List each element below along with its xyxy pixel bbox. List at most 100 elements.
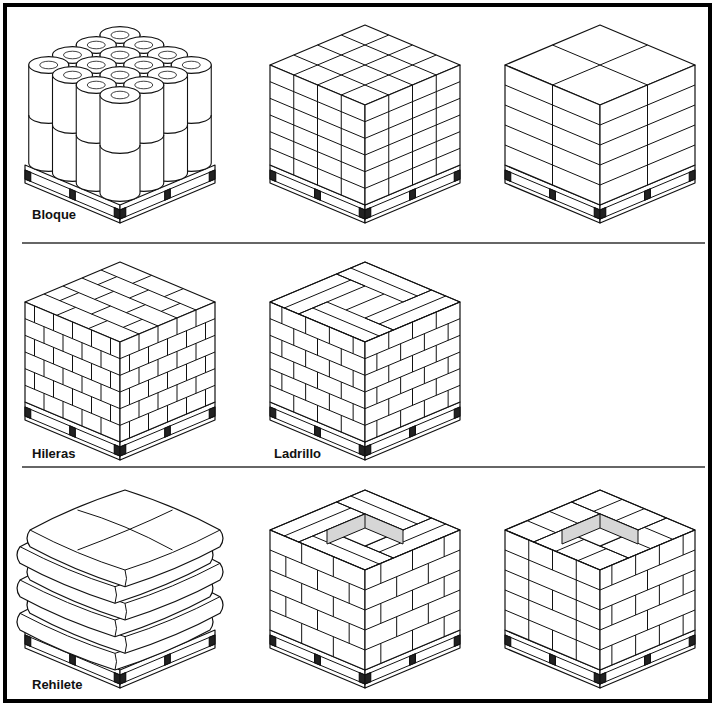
joint-line (528, 540, 529, 560)
joint-line (161, 303, 180, 311)
joint-line (635, 595, 636, 615)
joint-line (365, 385, 460, 425)
joint-line (329, 360, 330, 377)
joint-line (553, 45, 648, 85)
joint-line (396, 577, 397, 597)
joint-line (53, 314, 54, 331)
pallet-block (454, 635, 460, 646)
joint-line (285, 557, 286, 577)
pallet-block (550, 654, 556, 665)
pallet-block (505, 635, 511, 646)
drum-cap (40, 61, 58, 69)
joint-line (616, 509, 645, 521)
joint-line (576, 560, 577, 580)
joint-line (294, 55, 389, 95)
load-side (270, 530, 365, 670)
joint-line (341, 382, 342, 399)
joint-line (611, 605, 612, 625)
joint-line (196, 310, 197, 327)
pallet-block (270, 170, 276, 181)
joint-line (44, 393, 45, 410)
pallet-load (270, 490, 460, 688)
joint-line (353, 370, 354, 387)
joint-line (293, 362, 294, 379)
pallet-block (315, 654, 321, 665)
joint-line (120, 319, 215, 359)
pallet-block (120, 445, 126, 456)
joint-line (25, 385, 120, 425)
pallet-block (359, 445, 365, 456)
drum-cap (87, 41, 105, 49)
joint-line (110, 371, 111, 388)
load-side (365, 530, 460, 670)
joint-line (388, 399, 389, 416)
load-side (25, 302, 120, 442)
joint-line (158, 326, 159, 343)
pallet-block (365, 445, 371, 456)
joint-line (349, 623, 350, 643)
joint-line (317, 405, 318, 422)
joint-line (313, 308, 380, 336)
joint-line (177, 351, 178, 368)
load-side (600, 65, 695, 205)
joint-line (270, 319, 365, 359)
joint-line (318, 45, 413, 85)
load-side (365, 302, 460, 442)
joint-line (448, 357, 449, 374)
joint-line (436, 312, 437, 329)
pallet-block (70, 426, 76, 437)
pallet-block (70, 189, 76, 200)
pallet-block (315, 426, 321, 437)
joint-line (82, 278, 177, 318)
joint-line (394, 302, 461, 330)
pallet-block (600, 673, 606, 684)
joint-line (120, 352, 215, 392)
joint-line (270, 570, 365, 610)
joint-line (129, 388, 130, 405)
bag-fold (30, 530, 220, 587)
joint-line (365, 490, 432, 518)
pallet-block (689, 635, 695, 646)
joint-line (186, 331, 187, 348)
joint-line (396, 617, 397, 637)
pallet-block (270, 407, 276, 418)
joint-line (44, 294, 139, 334)
pallet-block (594, 673, 600, 684)
joint-line (270, 385, 365, 425)
pallet-block (209, 635, 215, 646)
joint-line (611, 645, 612, 665)
joint-line (635, 635, 636, 655)
joint-line (365, 319, 460, 359)
pallet-block (25, 170, 31, 181)
joint-line (72, 322, 73, 339)
joint-line (353, 337, 354, 354)
joint-line (329, 394, 330, 411)
pallet-block (25, 407, 31, 418)
joint-line (400, 377, 401, 394)
joint-line (205, 356, 206, 373)
joint-line (351, 268, 418, 296)
joint-line (333, 597, 334, 617)
joint-line (576, 620, 577, 640)
joint-line (552, 590, 553, 610)
joint-line (600, 558, 629, 570)
joint-line (341, 415, 342, 432)
joint-line (365, 335, 460, 375)
joint-line (572, 490, 601, 502)
pattern-name: Ladrillo (272, 446, 323, 461)
hole-wall (562, 514, 638, 544)
joint-line (365, 590, 460, 630)
joint-line (186, 397, 187, 414)
pallet-block (365, 673, 371, 684)
joint-line (164, 289, 183, 297)
joint-line (553, 45, 648, 85)
joint-line (91, 363, 92, 380)
joint-line (281, 307, 282, 324)
pallet-block (454, 407, 460, 418)
joint-line (205, 389, 206, 406)
joint-line (167, 372, 168, 389)
joint-line (186, 364, 187, 381)
bag-outline (27, 490, 223, 587)
joint-line (57, 307, 76, 315)
joint-line (284, 280, 351, 308)
